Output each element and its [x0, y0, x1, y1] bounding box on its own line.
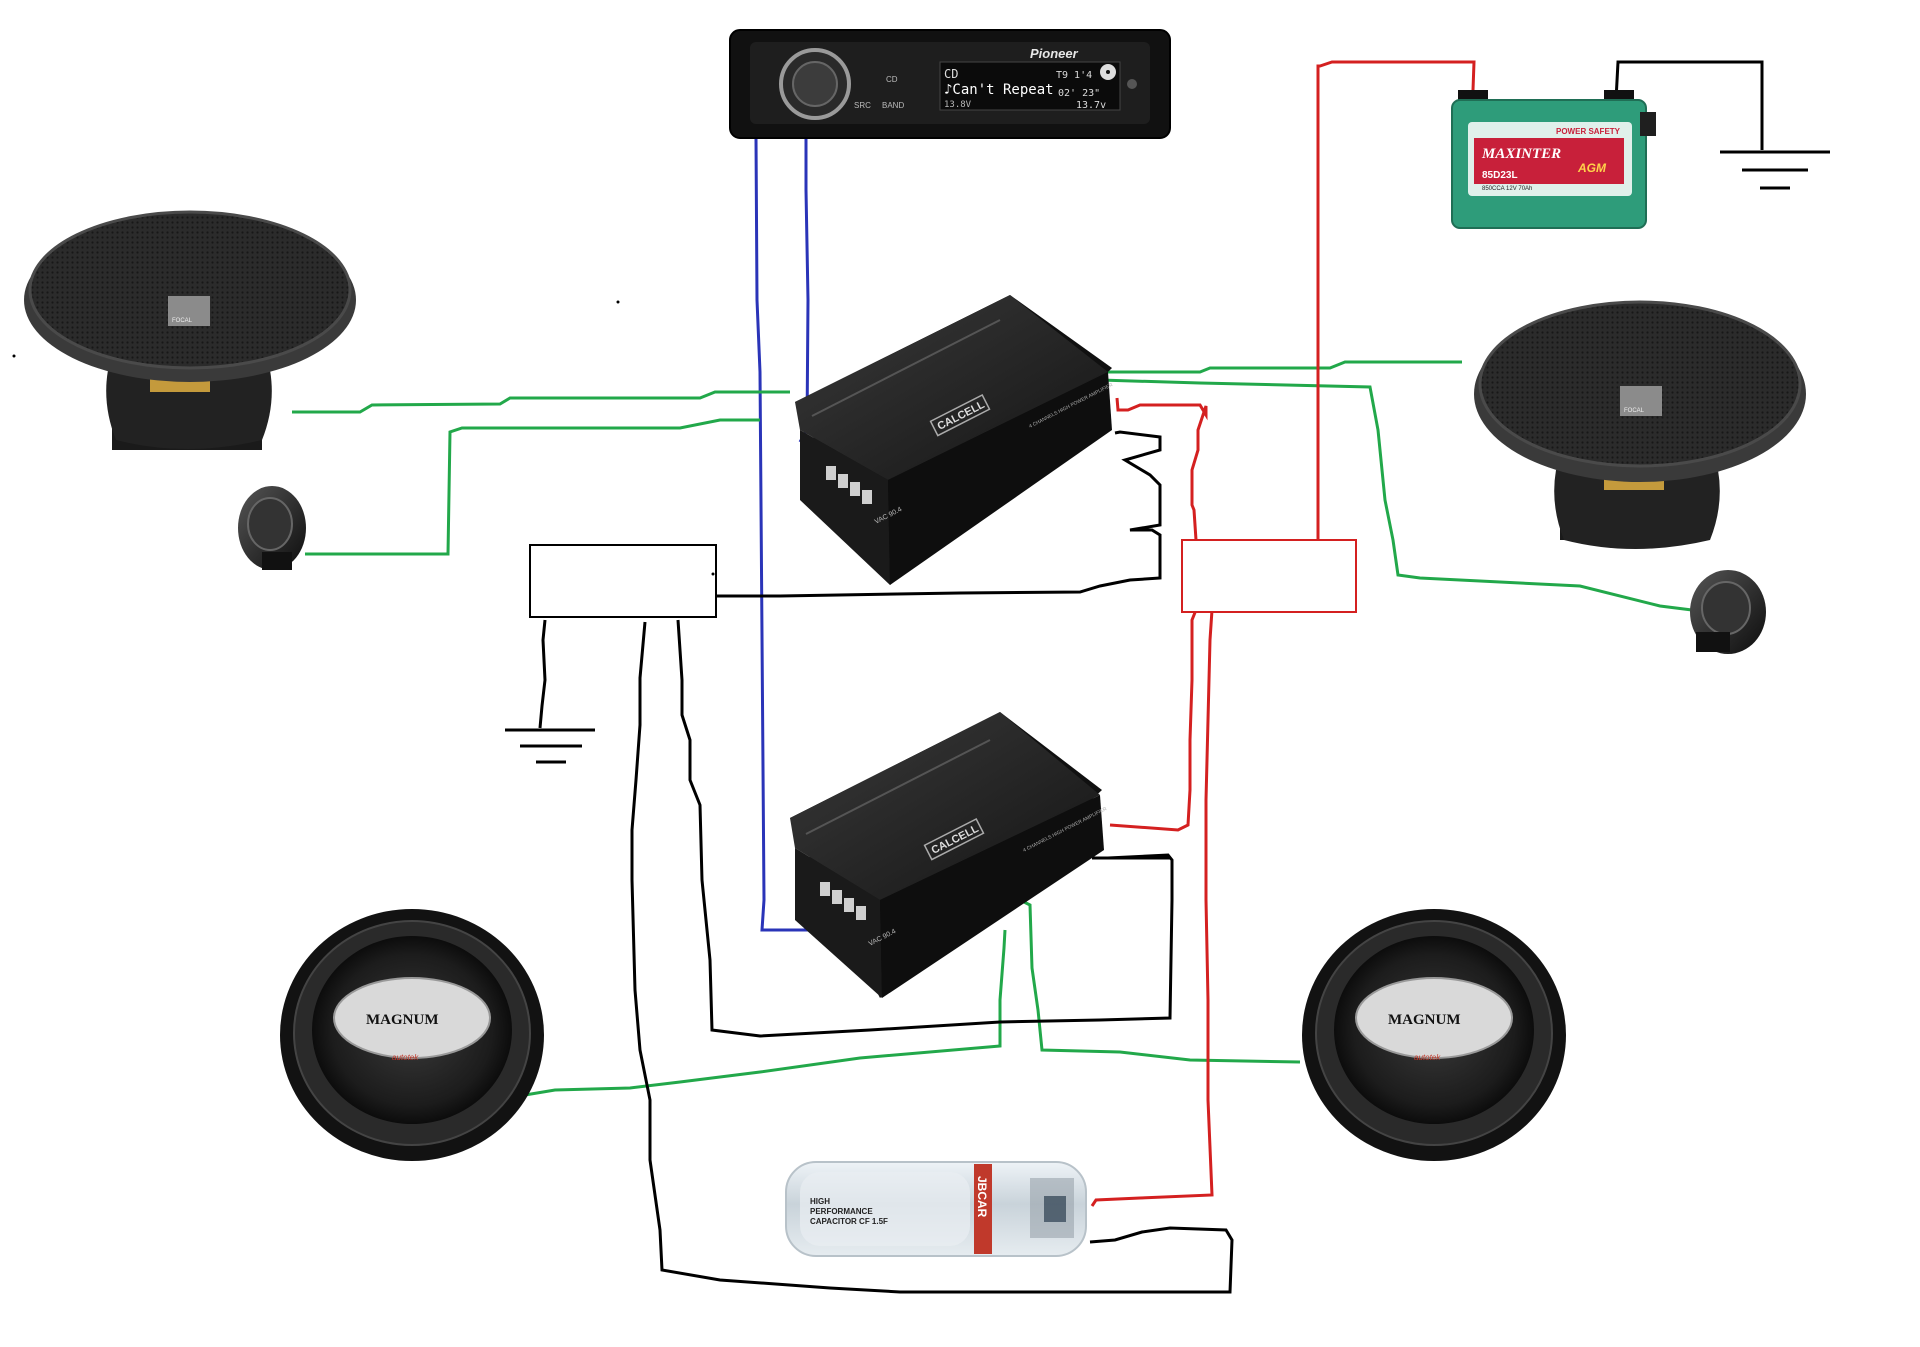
- stray-dot: [616, 300, 620, 304]
- battery-type: AGM: [1577, 161, 1607, 175]
- stray-dot: [12, 354, 16, 358]
- speaker-logo-badge-right: [1620, 386, 1662, 416]
- wire-right-tweeter: [1099, 378, 1709, 614]
- wire-right-sub: [1019, 898, 1301, 1064]
- battery-tag: POWER SAFETY: [1556, 127, 1621, 136]
- capacitor-line1: HIGH: [810, 1197, 830, 1206]
- power-fuse-to-bottom-amp: [1109, 609, 1198, 832]
- power-battery-to-fuse: [1316, 60, 1476, 540]
- subwoofer-left: MAGNUM autotek: [280, 909, 544, 1161]
- power-positive-wires: [1090, 60, 1476, 1207]
- capacitor-line3: CAPACITOR CF 1.5F: [810, 1217, 888, 1226]
- ground-battery: [1614, 60, 1764, 150]
- speaker-logo-badge: [168, 296, 210, 326]
- subwoofer-right-brand: MAGNUM: [1388, 1012, 1460, 1028]
- battery: POWER SAFETY MAXINTER AGM 85D23L 850CCA …: [1451, 90, 1656, 229]
- battery-spec: 850CCA 12V 70Ah: [1482, 186, 1532, 192]
- speaker-logo-text-right: FOCAL: [1624, 408, 1645, 414]
- amplifier-top: CALCELL 4 CHANNELS HIGH POWER AMPLIFIER …: [795, 295, 1114, 585]
- capacitor-brand: JBCAR: [975, 1176, 989, 1218]
- display-time: 02' 23": [1058, 88, 1100, 99]
- ground-symbol-block: [505, 728, 595, 764]
- battery-brand: MAXINTER: [1481, 146, 1561, 162]
- display-source: CD: [944, 67, 958, 81]
- subwoofer-left-maker: autotek: [392, 1053, 419, 1062]
- distribution-block: [529, 544, 717, 618]
- right-midbass-speaker: FOCAL: [1474, 300, 1806, 549]
- display-left-voltage: 13.8V: [944, 100, 972, 110]
- ground-wires: [538, 60, 1764, 1294]
- button-src[interactable]: SRC: [854, 101, 871, 110]
- aux-port-icon: [1127, 79, 1137, 89]
- subwoofer-left-brand: MAGNUM: [366, 1012, 438, 1028]
- button-band[interactable]: BAND: [882, 101, 904, 110]
- capacitor: HIGH PERFORMANCE CAPACITOR CF 1.5F JBCAR: [785, 1161, 1087, 1257]
- left-tweeter: [238, 486, 306, 570]
- wire-left-tweeter: [305, 418, 760, 556]
- display-voltage: 13.7v: [1076, 100, 1106, 111]
- button-cd[interactable]: CD: [886, 75, 898, 84]
- display-track: ♪Can't Repeat: [944, 82, 1054, 98]
- wire-left-sub: [524, 929, 1007, 1097]
- amp-top-terminals: [826, 466, 872, 504]
- rca-wire-to-bottom-amp: [754, 137, 848, 932]
- battery-model: 85D23L: [1482, 170, 1518, 181]
- subwoofer-right: MAGNUM autotek: [1302, 909, 1566, 1161]
- ground-block-to-bottom-amp: [676, 619, 1174, 1038]
- head-unit-display: [939, 61, 1121, 111]
- amplifier-bottom: CALCELL 4 CHANNELS HIGH POWER AMPLIFIER …: [790, 712, 1108, 998]
- speaker-wires: [292, 360, 1709, 1097]
- head-unit-brand: Pioneer: [1030, 46, 1079, 61]
- ground-symbol-battery: [1720, 150, 1830, 190]
- amp-bottom-terminals: [820, 882, 866, 920]
- power-fuse-to-top-amp: [1115, 397, 1208, 541]
- display-track-no: T9 1'4: [1056, 70, 1092, 81]
- left-midbass-speaker: FOCAL: [24, 210, 356, 450]
- ground-top-amp-to-block: [713, 430, 1162, 598]
- speaker-logo-text: FOCAL: [172, 318, 193, 324]
- capacitor-line2: PERFORMANCE: [810, 1207, 873, 1216]
- subwoofer-right-maker: autotek: [1414, 1053, 1441, 1062]
- remote-block-to-capacitor: [630, 621, 1234, 1294]
- wire-right-midbass: [1100, 360, 1462, 374]
- fuse-block: [1181, 539, 1357, 613]
- wire-left-midbass: [292, 390, 790, 414]
- right-tweeter: [1690, 570, 1766, 654]
- head-unit: Pioneer CD ♪Can't Repeat T9 1'4 02' 23" …: [729, 29, 1171, 139]
- stray-dot: [711, 572, 715, 576]
- ground-distribution-block: [538, 619, 547, 729]
- power-fuse-to-capacitor: [1090, 609, 1214, 1207]
